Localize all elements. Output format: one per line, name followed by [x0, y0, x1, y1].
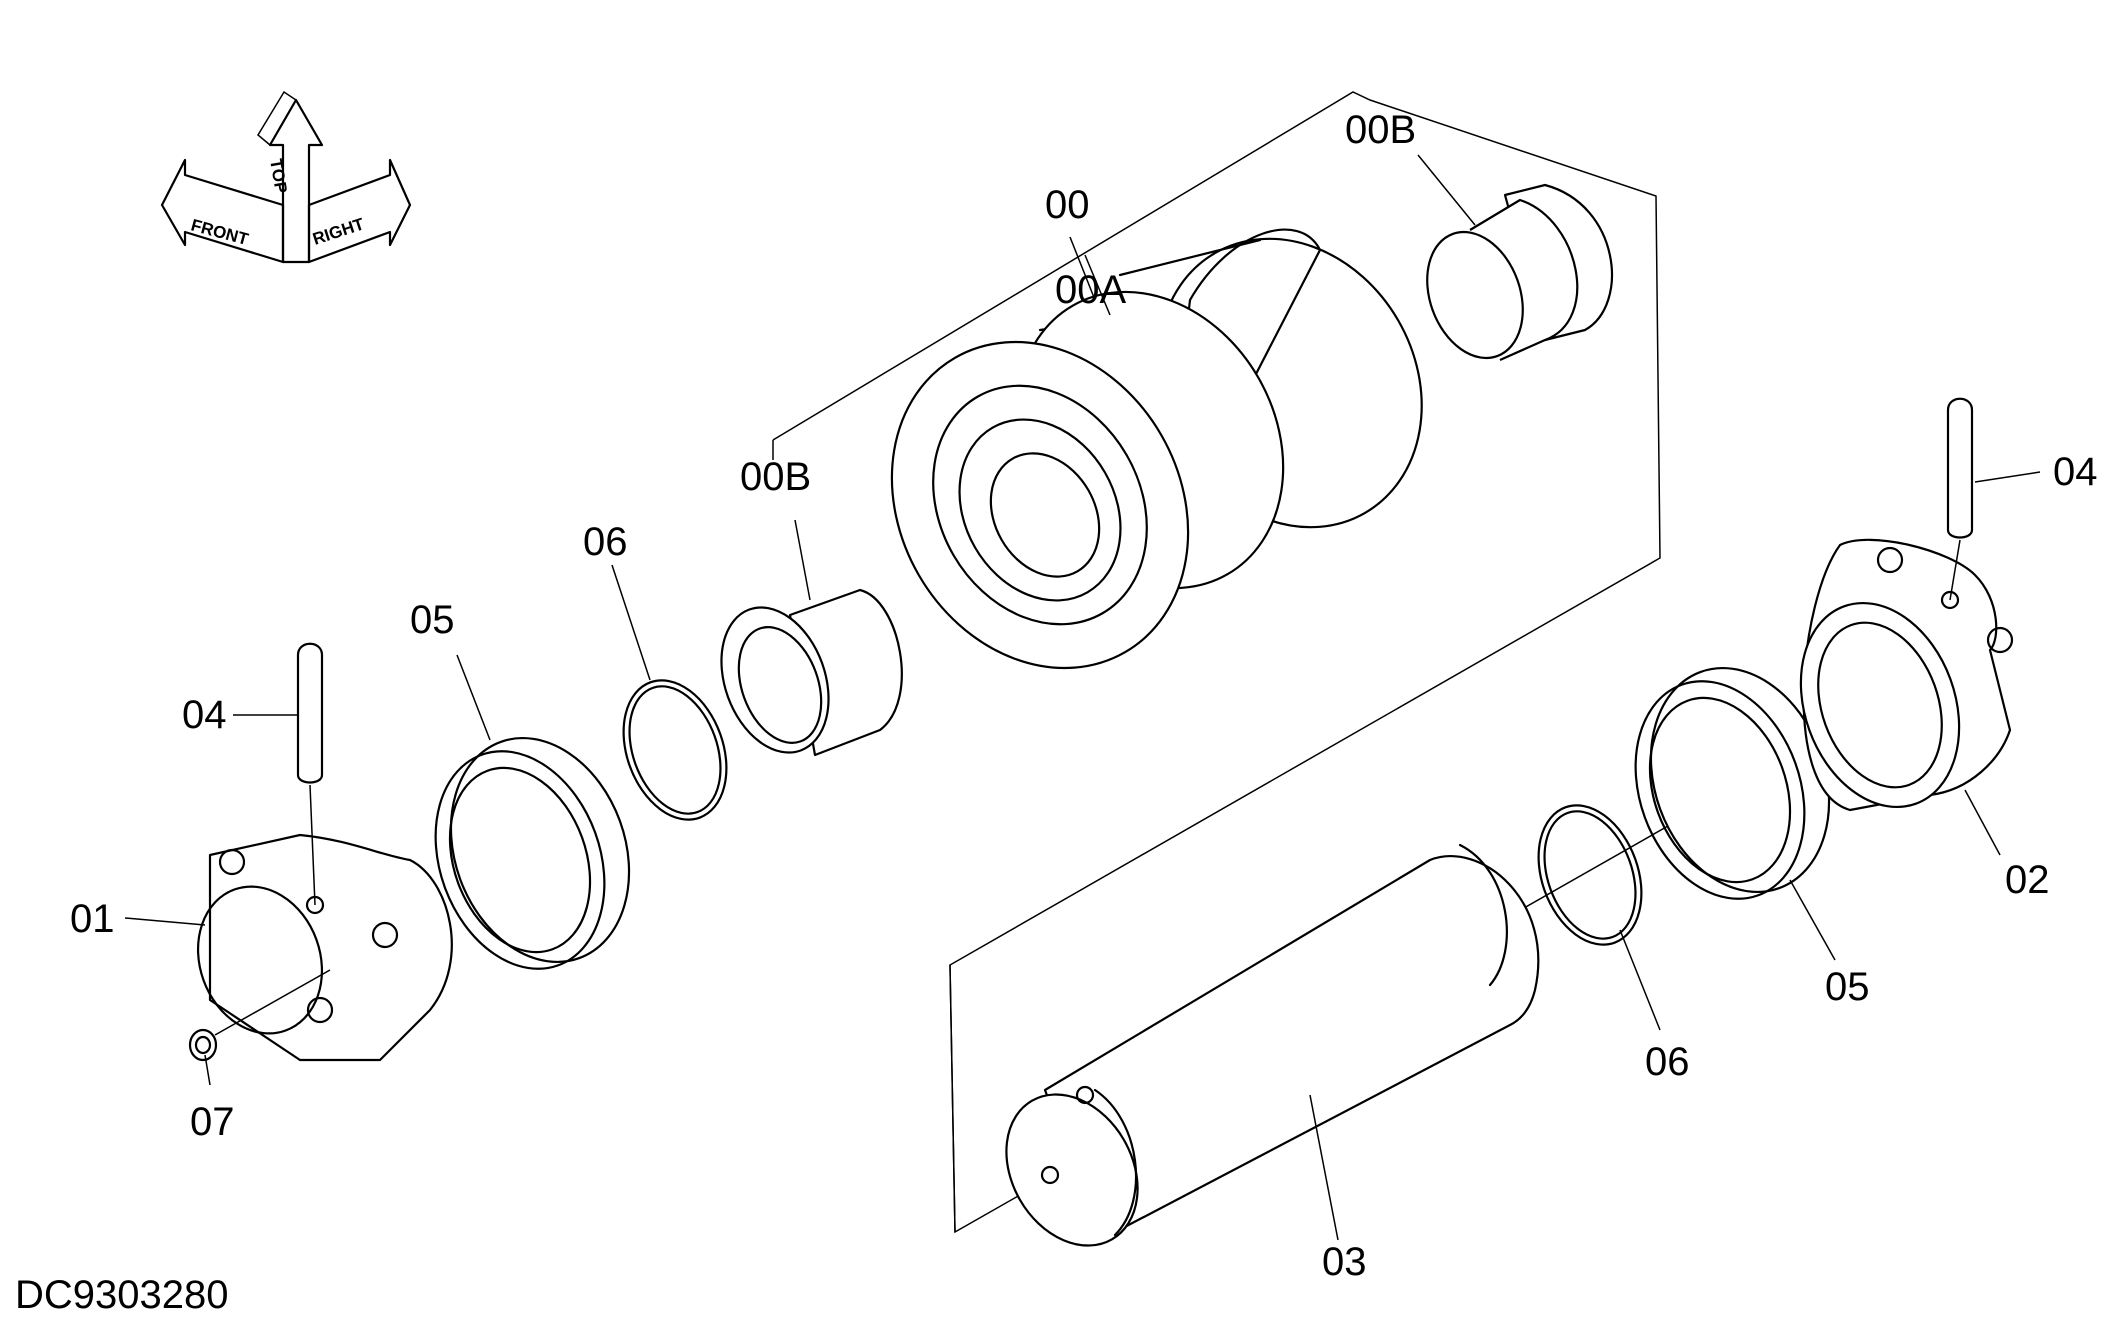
floating-seal-05-left — [434, 736, 631, 970]
plug-07 — [188, 969, 331, 1062]
orientation-indicator: FRONT TOP RIGHT — [160, 90, 412, 264]
callout-06-right: 06 — [1645, 1040, 1690, 1084]
callout-06-left: 06 — [583, 520, 628, 564]
collar-01 — [196, 833, 453, 1062]
callout-labels: 00 00A 00B 00B 06 05 04 01 07 03 06 05 0… — [70, 108, 2098, 1284]
leader-lines — [124, 154, 2041, 1241]
pin-04-right — [1946, 397, 1974, 601]
floating-seal-05-right — [1634, 666, 1831, 900]
pin-04-left — [296, 642, 324, 906]
drawing-id: DC9303280 — [15, 1273, 229, 1317]
callout-02: 02 — [2005, 858, 2050, 902]
callout-00A: 00A — [1055, 268, 1126, 312]
top-label: TOP — [266, 157, 291, 194]
callout-07: 07 — [190, 1100, 235, 1144]
collar-02 — [1799, 538, 2014, 812]
track-roller-00A — [890, 228, 1423, 670]
callout-03: 03 — [1322, 1240, 1367, 1284]
shaft-03 — [1005, 843, 1540, 1247]
callout-01: 01 — [70, 897, 115, 941]
o-ring-06-right — [1537, 804, 1643, 946]
callout-04-right: 04 — [2053, 450, 2098, 494]
callout-00B-lower: 00B — [740, 455, 811, 499]
o-ring-06-left — [622, 679, 728, 821]
callout-00B-upper: 00B — [1345, 108, 1416, 152]
bushing-00B-upper — [1426, 183, 1613, 362]
callout-04-left: 04 — [182, 693, 227, 737]
callout-05-left: 05 — [410, 598, 455, 642]
bushing-00B-lower — [720, 588, 903, 757]
callout-00: 00 — [1045, 183, 1090, 227]
callout-05-right: 05 — [1825, 965, 1870, 1009]
front-label: FRONT — [189, 216, 251, 250]
